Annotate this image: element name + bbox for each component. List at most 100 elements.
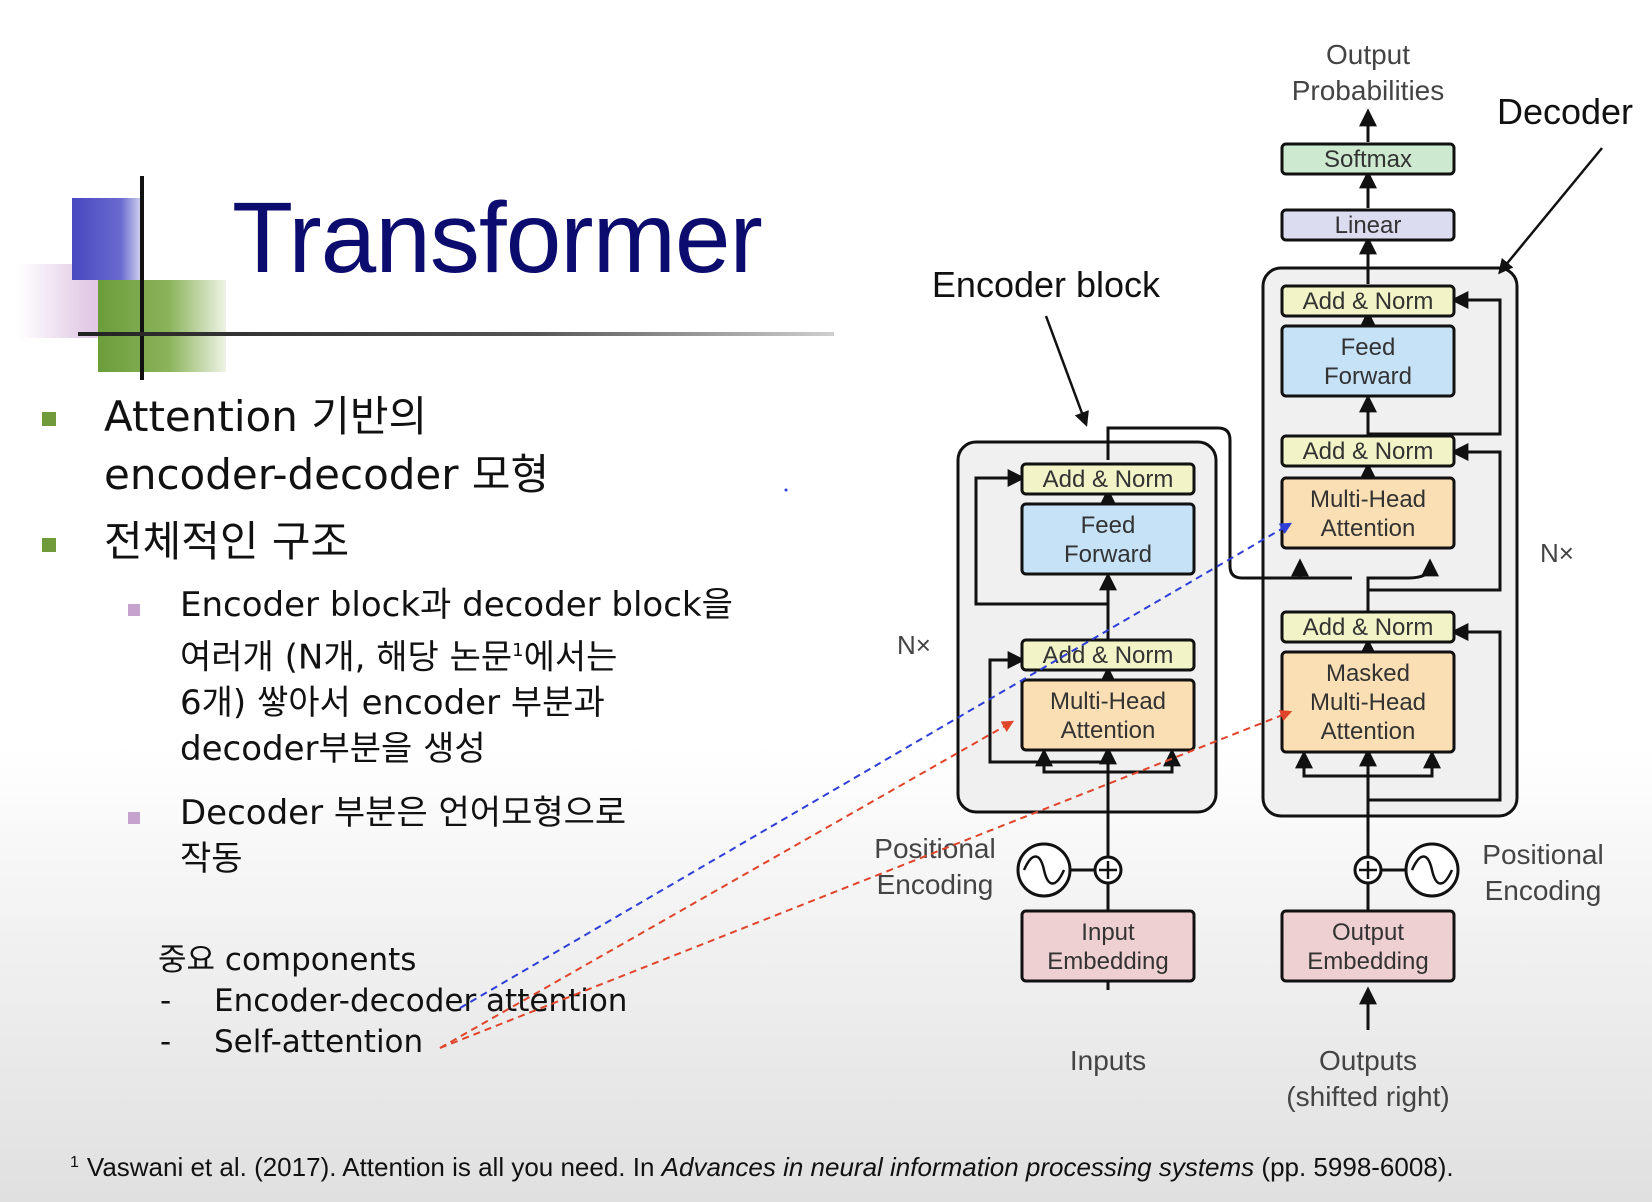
footnote-suffix: (pp. 5998-6008). bbox=[1254, 1152, 1454, 1182]
outputs-label-2: (shifted right) bbox=[1286, 1081, 1449, 1112]
decoder-mha-label-1: Multi-Head bbox=[1310, 486, 1426, 513]
decoder-add-norm-middle-label: Add & Norm bbox=[1303, 438, 1434, 465]
encoder-add-norm-bottom bbox=[1020, 638, 1196, 672]
positional-encoding-right-2: Encoding bbox=[1485, 875, 1602, 906]
decoder-add-norm-middle bbox=[1280, 434, 1456, 468]
component-self-attention: Self-attention bbox=[214, 1024, 424, 1060]
input-embedding-label-2: Embedding bbox=[1047, 948, 1168, 975]
decoder-multi-head-attention bbox=[1280, 476, 1456, 550]
encoder-feed-forward bbox=[1020, 502, 1196, 576]
component-dash: - bbox=[160, 983, 172, 1019]
softmax-label: Softmax bbox=[1324, 146, 1412, 173]
footnote-marker: 1 bbox=[70, 1154, 79, 1171]
addnorm-to-cross-attn bbox=[1366, 558, 1439, 612]
masked-input-left bbox=[1295, 750, 1368, 778]
bullet-1: Attention 기반의 encoder-decoder 모형 bbox=[104, 388, 549, 504]
encoder-mha-label-1: Multi-Head bbox=[1050, 688, 1166, 715]
decoder-mha-label-2: Attention bbox=[1321, 515, 1416, 542]
output-embedding-label-1: Output bbox=[1332, 919, 1404, 946]
sub-bullet-2-line-1: Decoder 부분은 언어모형으로 bbox=[180, 793, 627, 833]
self-attention-pointer-decoder bbox=[439, 709, 1293, 1049]
decoder-masked-multi-head-attention bbox=[1280, 650, 1456, 754]
outputs-label-1: Outputs bbox=[1319, 1045, 1417, 1076]
sub-bullet-1-line-3: 6개) 쌓아서 encoder 부분과 bbox=[180, 683, 605, 724]
input-embedding-label-1: Input bbox=[1081, 919, 1135, 946]
decor-vertical-line bbox=[140, 176, 144, 380]
sub-bullet-1: Encoder block과 decoder block을 여러개 (N개, 해… bbox=[180, 582, 733, 772]
input-embedding bbox=[1020, 909, 1196, 983]
positional-encoding-left-1: Positional bbox=[874, 833, 995, 864]
sub-bullet-marker bbox=[128, 812, 140, 824]
bullet-marker bbox=[42, 538, 56, 552]
encoder-output-to-decoder bbox=[1106, 426, 1309, 580]
decoder-add-norm-bottom-label: Add & Norm bbox=[1303, 614, 1434, 641]
decoder-add-norm-bottom bbox=[1280, 610, 1456, 644]
encoder-add-norm-top-label: Add & Norm bbox=[1043, 466, 1174, 493]
stray-dot bbox=[784, 488, 788, 492]
decoder-ff-label-1: Feed bbox=[1341, 334, 1396, 361]
masked-mha-label-1: Masked bbox=[1326, 660, 1410, 687]
decoder-ff-label-2: Forward bbox=[1324, 363, 1412, 390]
component-encoder-decoder-attention: Encoder-decoder attention bbox=[214, 983, 628, 1019]
encoder-nx-label: N× bbox=[897, 630, 931, 660]
footnote-ref: 1 bbox=[512, 640, 524, 661]
encoder-block-callout bbox=[1044, 315, 1089, 427]
title-underline bbox=[78, 332, 834, 336]
output-embedding-label-2: Embedding bbox=[1307, 948, 1428, 975]
decor-green-square bbox=[98, 280, 226, 372]
decoder-feed-forward bbox=[1280, 324, 1456, 398]
line-text: 여러개 (N개, 해당 논문 bbox=[180, 637, 513, 678]
decoder-label: Decoder bbox=[1497, 91, 1633, 132]
component-dash: - bbox=[160, 1024, 172, 1060]
bullet-1-line-1: Attention 기반의 bbox=[104, 392, 428, 441]
decoder-nx-label: N× bbox=[1540, 538, 1574, 568]
positional-encoding-right-1: Positional bbox=[1482, 839, 1603, 870]
self-attention-pointer-encoder bbox=[439, 720, 1015, 1049]
components-heading: 중요 components bbox=[158, 942, 417, 978]
positional-encoding-left-2: Encoding bbox=[877, 869, 994, 900]
encoder-attn-input-left bbox=[1035, 748, 1108, 774]
sub-bullet-marker bbox=[128, 604, 140, 616]
decoder-callout bbox=[1498, 147, 1603, 275]
encoder-block-label: Encoder block bbox=[932, 264, 1161, 305]
decoder-residual-3 bbox=[1368, 291, 1502, 436]
decoder-residual-2 bbox=[1368, 443, 1502, 592]
output-probabilities-label-1: Output bbox=[1326, 39, 1410, 70]
encoder-feed-forward-label-1: Feed bbox=[1081, 512, 1136, 539]
sub-bullet-1-line-4: decoder부분을 생성 bbox=[180, 729, 486, 770]
masked-mha-label-2: Multi-Head bbox=[1310, 689, 1426, 716]
encoder-decoder-attention-pointer bbox=[459, 522, 1293, 1009]
sub-bullet-1-line-1: Encoder block과 decoder block을 bbox=[180, 585, 733, 625]
encoder-multi-head-attention bbox=[1020, 678, 1196, 752]
encoder-add-norm-bottom-label: Add & Norm bbox=[1043, 642, 1174, 669]
inputs-label: Inputs bbox=[1070, 1045, 1146, 1076]
decor-blue-square bbox=[72, 198, 142, 280]
decoder-sine-path bbox=[1410, 855, 1454, 885]
slide-title: Transformer bbox=[232, 182, 763, 294]
encoder-mha-label-2: Attention bbox=[1061, 717, 1156, 744]
softmax-box bbox=[1280, 142, 1456, 176]
bullet-1-line-2: encoder-decoder 모형 bbox=[104, 450, 550, 499]
line-suffix: 에서는 bbox=[523, 637, 618, 678]
masked-input-right bbox=[1368, 750, 1441, 778]
bullet-2: 전체적인 구조 bbox=[104, 517, 350, 566]
sub-bullet-1-line-2: 여러개 (N개, 해당 논문1에서는 bbox=[180, 628, 733, 680]
encoder-feed-forward-label-2: Forward bbox=[1064, 541, 1152, 568]
masked-mha-label-3: Attention bbox=[1321, 718, 1416, 745]
bullet-marker bbox=[42, 412, 56, 426]
output-embedding bbox=[1280, 909, 1456, 983]
output-probabilities-label-2: Probabilities bbox=[1292, 75, 1445, 106]
encoder-sine-path bbox=[1022, 855, 1066, 885]
sub-bullet-2-line-2: 작동 bbox=[180, 839, 243, 879]
linear-box bbox=[1280, 208, 1456, 242]
decoder-add-norm-top-label: Add & Norm bbox=[1303, 288, 1434, 315]
sub-bullet-2: Decoder 부분은 언어모형으로 작동 bbox=[180, 790, 626, 882]
decoder-add-norm-top bbox=[1280, 284, 1456, 318]
encoder-add-norm-top bbox=[1020, 462, 1196, 496]
footnote-venue: Advances in neural information processin… bbox=[661, 1152, 1255, 1182]
encoder-attn-input-right bbox=[1108, 748, 1181, 774]
linear-label: Linear bbox=[1335, 212, 1402, 239]
footnote-prefix: Vaswani et al. (2017). Attention is all … bbox=[86, 1152, 662, 1182]
footnote: 1 Vaswani et al. (2017). Attention is all… bbox=[70, 1152, 1454, 1183]
